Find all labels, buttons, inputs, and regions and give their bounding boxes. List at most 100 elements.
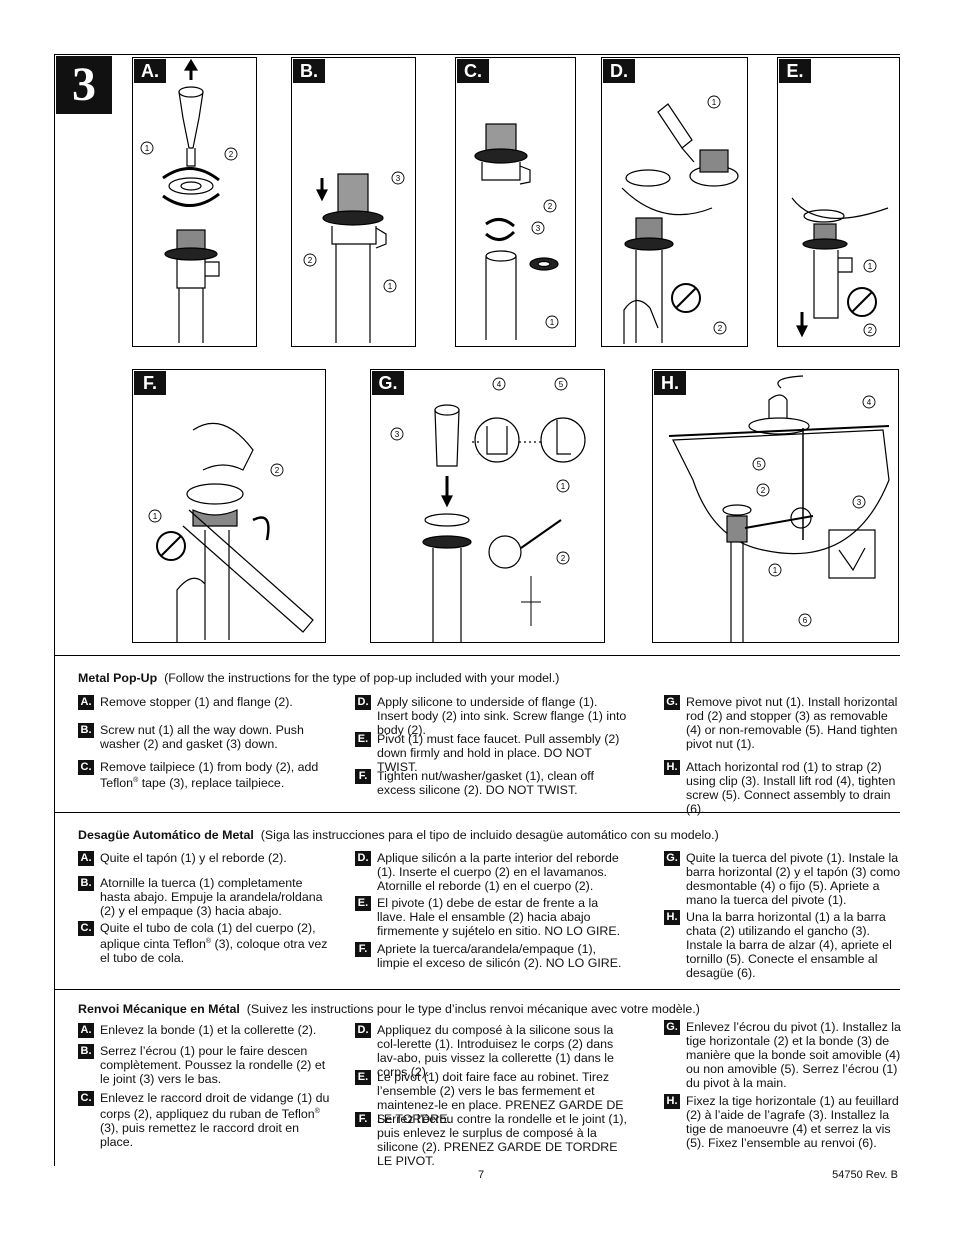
page-frame bbox=[54, 54, 900, 1166]
tailpiece-teflon-illustration: 2 3 1 bbox=[474, 123, 559, 340]
step-number: 3 bbox=[56, 56, 112, 114]
step-badge: A. bbox=[78, 695, 94, 710]
instruction-a: A. Remove stopper (1) and flange (2). bbox=[78, 695, 340, 710]
instruction-text: Enlevez la bonde (1) et la collerette (2… bbox=[100, 1023, 317, 1037]
step-badge: E. bbox=[355, 896, 371, 911]
svg-text:2: 2 bbox=[308, 256, 313, 265]
panel-label: G. bbox=[372, 371, 404, 395]
svg-text:4: 4 bbox=[867, 398, 872, 407]
svg-text:1: 1 bbox=[153, 512, 158, 521]
page-number: 7 bbox=[478, 1169, 485, 1181]
panel-label: B. bbox=[293, 59, 325, 83]
instruction-d: D.Apply silicone to underside of flange … bbox=[355, 695, 627, 737]
step-badge: B. bbox=[78, 1044, 94, 1059]
section-title: Renvoi Mécanique en Métal (Suivez les in… bbox=[78, 1002, 700, 1016]
stopper-removal-illustration: 12 bbox=[140, 58, 238, 343]
section-title: Metal Pop-Up (Follow the instructions fo… bbox=[78, 671, 559, 685]
step-badge: F. bbox=[355, 769, 371, 784]
instruction-a: A. Quite el tapón (1) y el reborde (2). bbox=[78, 851, 340, 866]
svg-text:2: 2 bbox=[868, 326, 873, 335]
panel-c: C. 2 3 1 bbox=[455, 57, 576, 347]
section-subtitle: (Follow the instructions for the type of… bbox=[164, 671, 560, 685]
step-badge: A. bbox=[78, 851, 94, 866]
step-badge: A. bbox=[78, 1023, 94, 1038]
step-badge: F. bbox=[355, 1112, 371, 1127]
section-title-bold: Renvoi Mécanique en Métal bbox=[78, 1002, 240, 1016]
instruction-g: G.Remove pivot nut (1). Install horizont… bbox=[664, 695, 904, 751]
svg-text:4: 4 bbox=[497, 380, 502, 389]
svg-text:2: 2 bbox=[561, 554, 566, 563]
svg-text:5: 5 bbox=[559, 380, 564, 389]
panel-label: H. bbox=[654, 371, 686, 395]
instruction-text: Apply silicone to underside of flange (1… bbox=[377, 695, 627, 737]
svg-text:5: 5 bbox=[757, 460, 762, 469]
svg-text:6: 6 bbox=[803, 616, 808, 625]
panel-label: A. bbox=[134, 59, 166, 83]
section-divider bbox=[54, 655, 900, 656]
section-title-bold: Metal Pop-Up bbox=[78, 671, 158, 685]
svg-text:2: 2 bbox=[548, 202, 553, 211]
step-badge: E. bbox=[355, 1070, 371, 1085]
instruction-f: F. Tighten nut/washer/gasket (1), clean o… bbox=[355, 769, 627, 797]
svg-text:1: 1 bbox=[868, 262, 873, 271]
step-badge: G. bbox=[664, 851, 680, 866]
instruction-text: Quite el tapón (1) y el reborde (2). bbox=[100, 851, 287, 865]
instruction-text: Screw nut (1) all the way down. Push was… bbox=[100, 723, 304, 751]
step-badge: F. bbox=[355, 942, 371, 957]
pivot-rod-illustration: 3 4 5 1 2 bbox=[390, 377, 586, 642]
instruction-text: Appliquez du composé à la silicone sous … bbox=[377, 1023, 614, 1079]
panel-label: F. bbox=[134, 371, 166, 395]
instruction-h: H.Fixez la tige horizontale (1) au feuil… bbox=[664, 1094, 908, 1150]
svg-text:3: 3 bbox=[536, 224, 541, 233]
instruction-h: H.Attach horizontal rod (1) to strap (2)… bbox=[664, 760, 904, 816]
section-subtitle: (Suivez les instructions pour le type d’… bbox=[246, 1002, 700, 1016]
svg-text:1: 1 bbox=[550, 318, 555, 327]
instruction-d: D.Aplique silicón a la parte interior de… bbox=[355, 851, 629, 893]
instruction-text: Remove tailpiece (1) from body (2), add … bbox=[100, 760, 319, 791]
instruction-e: E. Le pivot (1) doit faire face au robine… bbox=[355, 1070, 633, 1126]
instruction-text: Tighten nut/washer/gasket (1), clean off… bbox=[377, 769, 594, 797]
instruction-g: G.Enlevez l’écrou du pivot (1). Installe… bbox=[664, 1020, 908, 1090]
instruction-e: E. El pivote (1) debe de estar de frente … bbox=[355, 896, 629, 938]
svg-text:1: 1 bbox=[561, 482, 566, 491]
instruction-b: B.Atornille la tuerca (1) completamente … bbox=[78, 876, 333, 918]
svg-text:2: 2 bbox=[229, 150, 234, 159]
step-badge: D. bbox=[355, 851, 371, 866]
step-badge: C. bbox=[78, 760, 94, 775]
nut-washer-illustration: 321 bbox=[303, 171, 405, 343]
svg-text:2: 2 bbox=[718, 324, 723, 333]
svg-text:1: 1 bbox=[388, 282, 393, 291]
svg-text:1: 1 bbox=[773, 566, 778, 575]
panel-label: D. bbox=[603, 59, 635, 83]
instruction-text: Remove stopper (1) and flange (2). bbox=[100, 695, 293, 709]
panel-g: G. 3 4 5 1 2 bbox=[370, 369, 605, 643]
step-badge: C. bbox=[78, 921, 94, 936]
panel-label: E. bbox=[779, 59, 811, 83]
instruction-text: Pivot (1) must face faucet. Pull assembl… bbox=[377, 732, 620, 774]
svg-text:3: 3 bbox=[395, 430, 400, 439]
svg-text:2: 2 bbox=[761, 486, 766, 495]
instruction-c: C. Remove tailpiece (1) from body (2), ad… bbox=[78, 760, 336, 790]
section-title-bold: Desagüe Automático de Metal bbox=[78, 828, 254, 842]
step-badge: H. bbox=[664, 1094, 680, 1109]
instruction-text: Quite la tuerca del pivote (1). Instale … bbox=[686, 851, 901, 907]
instruction-text: Le pivot (1) doit faire face au robinet.… bbox=[377, 1070, 624, 1126]
step-badge: H. bbox=[664, 910, 680, 925]
instruction-text: Serrez l’écrou (1) pour le faire descen … bbox=[100, 1044, 326, 1086]
instruction-d: D.Appliquez du composé à la silicone sou… bbox=[355, 1023, 633, 1079]
panel-label: C. bbox=[457, 59, 489, 83]
step-badge: E. bbox=[355, 732, 371, 747]
tighten-nut-illustration: 12 bbox=[148, 422, 314, 642]
section-subtitle: (Siga las instrucciones para el tipo de … bbox=[260, 828, 719, 842]
instruction-text: Remove pivot nut (1). Install horizontal… bbox=[686, 695, 898, 751]
instruction-text: El pivote (1) debe de estar de frente a … bbox=[377, 896, 621, 938]
svg-text:1: 1 bbox=[712, 98, 717, 107]
instruction-text: Enlevez l’écrou du pivot (1). Installez … bbox=[686, 1020, 901, 1090]
instruction-f: F.Serrez l’écrou contre la rondelle et l… bbox=[355, 1112, 633, 1168]
instruction-b: B. Serrez l’écrou (1) pour le faire desce… bbox=[78, 1044, 330, 1086]
panel-d: D. 1 2 bbox=[601, 57, 748, 347]
instruction-g: G. Quite la tuerca del pivote (1). Instal… bbox=[664, 851, 908, 907]
step-badge: B. bbox=[78, 876, 94, 891]
